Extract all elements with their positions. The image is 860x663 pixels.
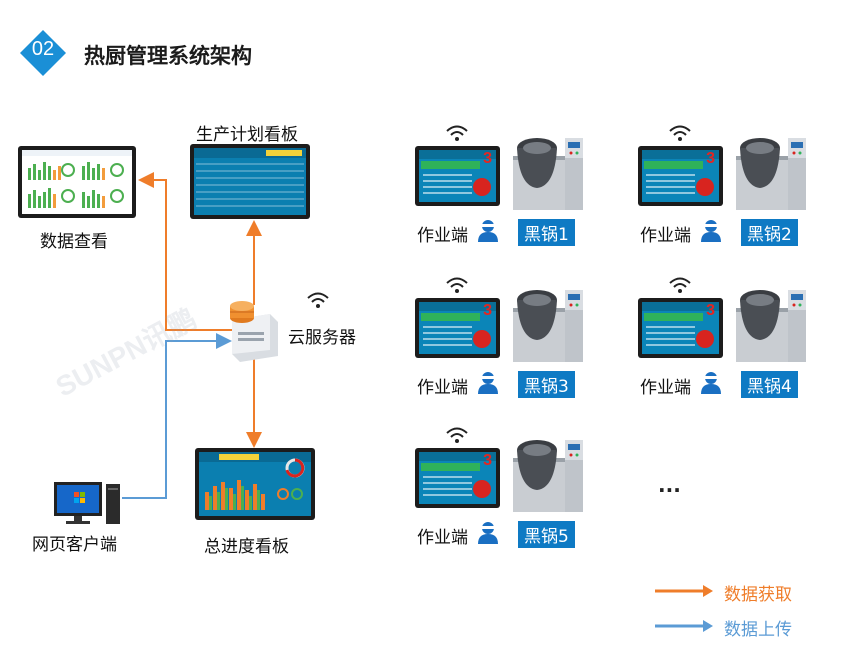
operator-user-icon bbox=[700, 370, 722, 394]
wok-machine-icon bbox=[732, 280, 810, 362]
terminal-monitor: 3 bbox=[415, 448, 500, 508]
operator-user-icon bbox=[477, 218, 499, 242]
wok-label-badge: 黑锅3 bbox=[518, 371, 575, 398]
desktop-computer-icon bbox=[52, 478, 122, 528]
terminal-pot-number: 3 bbox=[483, 452, 492, 470]
more-ellipsis: ··· bbox=[658, 478, 681, 502]
wifi-icon bbox=[668, 276, 692, 294]
wifi-icon bbox=[668, 124, 692, 142]
wifi-icon bbox=[445, 124, 469, 142]
terminal-label: 作业端 bbox=[640, 221, 691, 246]
wok-machine-icon bbox=[509, 430, 587, 512]
terminal-pot-number: 3 bbox=[706, 150, 715, 168]
progress-board-monitor bbox=[195, 448, 315, 520]
cloud-server-icon bbox=[222, 298, 280, 362]
wok-label-badge: 黑锅4 bbox=[741, 371, 798, 398]
data-view-label: 数据查看 bbox=[40, 227, 108, 252]
terminal-monitor: 3 bbox=[415, 146, 500, 206]
terminal-monitor: 3 bbox=[638, 146, 723, 206]
terminal-label: 作业端 bbox=[417, 373, 468, 398]
production-board-label: 生产计划看板 bbox=[196, 120, 298, 145]
wok-label-badge: 黑锅5 bbox=[518, 521, 575, 548]
terminal-label: 作业端 bbox=[417, 221, 468, 246]
terminal-pot-number: 3 bbox=[483, 150, 492, 168]
wifi-icon bbox=[306, 291, 330, 309]
cloud-server-label: 云服务器 bbox=[288, 323, 356, 348]
wifi-icon bbox=[445, 426, 469, 444]
terminal-pot-number: 3 bbox=[706, 302, 715, 320]
terminal-monitor: 3 bbox=[638, 298, 723, 358]
terminal-label: 作业端 bbox=[640, 373, 691, 398]
operator-user-icon bbox=[700, 218, 722, 242]
wifi-icon bbox=[445, 276, 469, 294]
wok-label-badge: 黑锅2 bbox=[741, 219, 798, 246]
legend-arrow-upload bbox=[655, 620, 715, 632]
terminal-monitor: 3 bbox=[415, 298, 500, 358]
wok-machine-icon bbox=[732, 128, 810, 210]
wok-label-badge: 黑锅1 bbox=[518, 219, 575, 246]
data-view-monitor bbox=[18, 146, 136, 218]
legend-label-upload: 数据上传 bbox=[724, 615, 792, 640]
wok-machine-icon bbox=[509, 128, 587, 210]
web-client-label: 网页客户端 bbox=[32, 530, 117, 555]
progress-board-label: 总进度看板 bbox=[204, 532, 289, 557]
terminal-pot-number: 3 bbox=[483, 302, 492, 320]
operator-user-icon bbox=[477, 370, 499, 394]
production-board-monitor bbox=[190, 144, 310, 219]
wok-machine-icon bbox=[509, 280, 587, 362]
terminal-label: 作业端 bbox=[417, 523, 468, 548]
legend-arrow-fetch bbox=[655, 585, 715, 597]
legend-label-fetch: 数据获取 bbox=[724, 580, 792, 605]
operator-user-icon bbox=[477, 520, 499, 544]
